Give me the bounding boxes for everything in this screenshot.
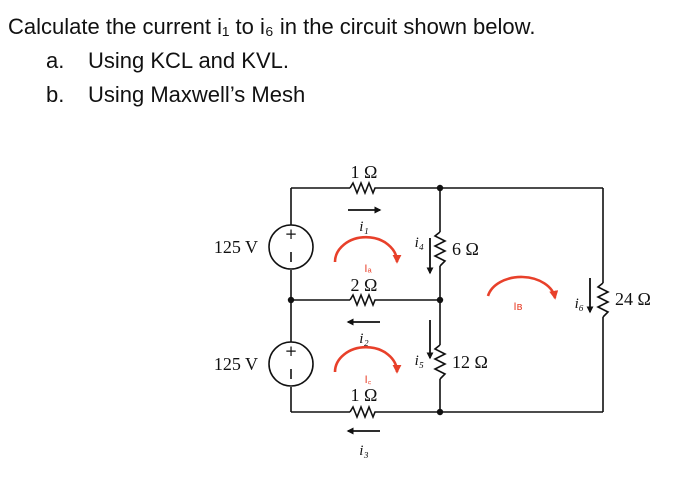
wires xyxy=(290,187,604,413)
mesh-b-label: Iʙ xyxy=(514,301,523,313)
current-i1-label: i₁ xyxy=(359,219,368,235)
resistor-24ohm xyxy=(596,282,610,318)
current-i3-label: i₃ xyxy=(359,443,368,459)
item-marker: b. xyxy=(46,82,65,107)
current-i6-label: i₆ xyxy=(575,296,584,312)
voltage-source-top: + xyxy=(268,224,314,270)
voltage-source-bottom: + xyxy=(268,341,314,387)
svg-text:+: + xyxy=(285,342,298,360)
current-i4-label: i₄ xyxy=(415,235,424,251)
current-i2-label: i₂ xyxy=(359,331,368,347)
mesh-a-label: Iₐ xyxy=(364,263,372,275)
mesh-b-arrow xyxy=(486,275,559,300)
junction-dots xyxy=(287,184,444,416)
item-text: Using KCL and KVL. xyxy=(88,48,289,73)
item-text: Using Maxwell’s Mesh xyxy=(88,82,306,107)
svg-text:+: + xyxy=(285,225,298,243)
resistor-24-label: 24 Ω xyxy=(615,289,651,309)
resistor-bottom-1ohm xyxy=(349,404,378,420)
item-marker: a. xyxy=(46,48,65,73)
mesh-a-arrow xyxy=(333,235,402,264)
resistor-top-1ohm xyxy=(349,180,378,196)
resistor-middle-2ohm xyxy=(349,292,378,308)
resistor-middle-label: 2 Ω xyxy=(351,275,378,295)
question-item-b: b. Using Maxwell’s Mesh xyxy=(8,78,535,112)
source-top-label: 125 V xyxy=(214,237,258,257)
question-item-a: a. Using KCL and KVL. xyxy=(8,44,535,78)
mesh-c-label: I꜀ xyxy=(365,374,372,386)
mesh-c-arrow xyxy=(333,345,402,374)
source-bottom-label: 125 V xyxy=(214,354,258,374)
resistor-top-label: 1 Ω xyxy=(351,162,378,182)
resistor-bottom-label: 1 Ω xyxy=(351,385,378,405)
problem-statement: Calculate the current i₁ to i₆ in the ci… xyxy=(8,10,535,112)
question-text: Calculate the current i₁ to i₆ in the ci… xyxy=(8,14,536,39)
current-i5-label: i₅ xyxy=(415,353,424,369)
resistor-12-label: 12 Ω xyxy=(452,352,488,372)
resistor-6-label: 6 Ω xyxy=(452,239,479,259)
resistor-6ohm xyxy=(433,231,447,267)
resistor-12ohm xyxy=(433,344,447,380)
